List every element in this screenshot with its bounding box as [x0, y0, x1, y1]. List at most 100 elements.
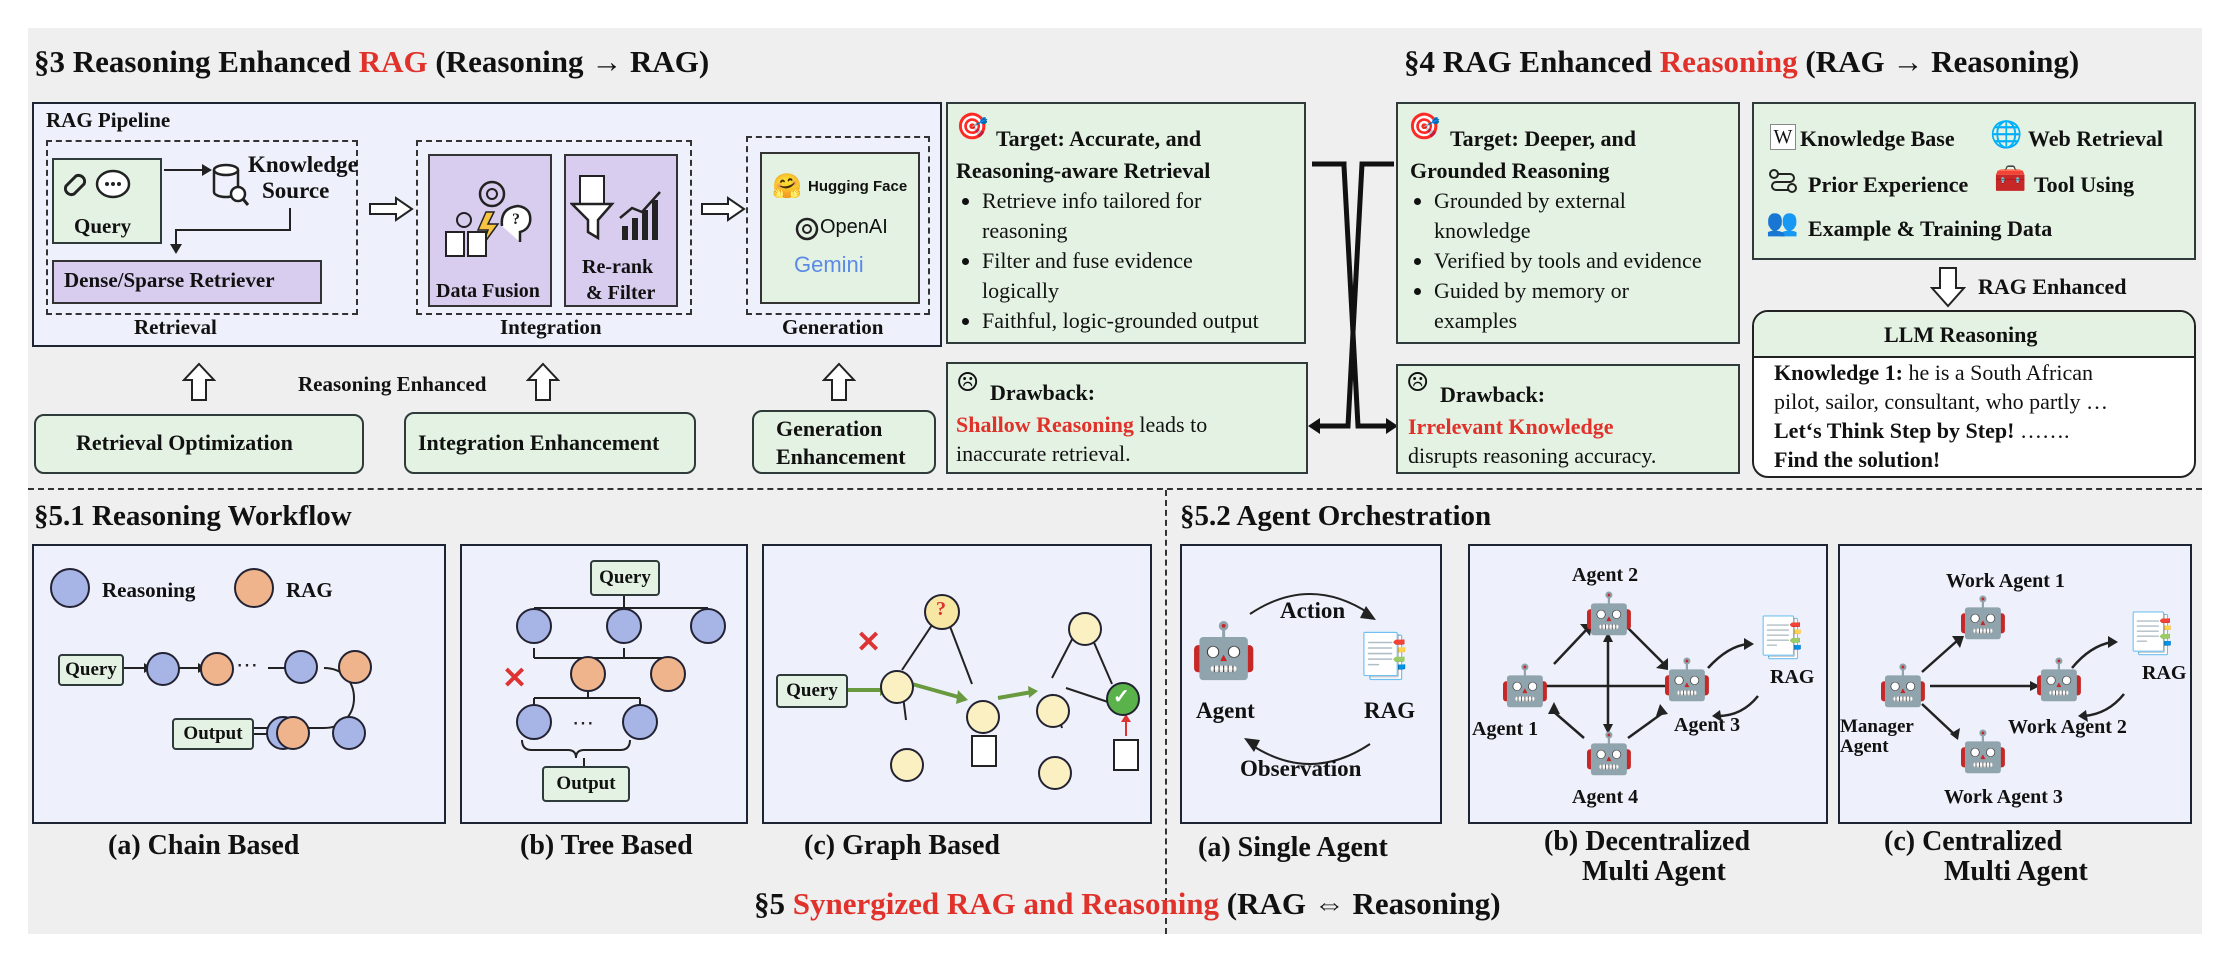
- robot-icon: 🤖: [1190, 621, 1258, 681]
- tree-node: [690, 608, 726, 644]
- integration-enhancement-label: Integration Enhancement: [418, 430, 660, 455]
- decentralized-caption-2: Multi Agent: [1582, 856, 1726, 887]
- integration-enhancement-box: [404, 412, 696, 474]
- single-agent-diagram: [1244, 593, 1376, 765]
- graph-node: [1068, 612, 1102, 646]
- chain-node: [146, 652, 180, 686]
- graph-node: [1038, 756, 1072, 790]
- toolbox-icon: 🧰: [1994, 164, 2027, 193]
- llm-reasoning-title: LLM Reasoning: [1884, 322, 2038, 347]
- agent4-label: Agent 4: [1572, 786, 1639, 808]
- rerank-chart-icon: [570, 175, 661, 241]
- rag-label: RAG: [2142, 662, 2187, 684]
- decentralized-caption-1: (b) Decentralized: [1544, 826, 1751, 857]
- document-search-icon: 📑: [2126, 611, 2176, 656]
- generation-group: [746, 136, 930, 315]
- chat-link-icon: [63, 169, 131, 199]
- agent3-label: Agent 3: [1674, 714, 1741, 736]
- openai-label: OpenAI: [820, 216, 888, 238]
- centralized-caption-1: (c) Centralized: [1884, 826, 2063, 857]
- web-retrieval-label: Web Retrieval: [2028, 126, 2164, 151]
- rerank-label-1: Re-rank: [582, 256, 654, 278]
- source-label: Source: [262, 178, 330, 203]
- chain-node: [200, 652, 234, 686]
- decentralized-diagram: [1530, 624, 1759, 740]
- tree-caption: (b) Tree Based: [520, 830, 693, 861]
- retrieval-optimization-box: [34, 414, 364, 474]
- observation-label: Observation: [1240, 756, 1362, 781]
- tree-output-tag: Output: [542, 766, 630, 802]
- section52-title: §5.2 Agent Orchestration: [1180, 500, 1492, 532]
- document-search-icon: 📑: [1356, 632, 1411, 681]
- llm-reasoning-box: [1752, 310, 2196, 478]
- route-icon: [1769, 169, 1797, 193]
- robot-icon: 🤖: [1584, 731, 1634, 776]
- robot-icon: 🤖: [1662, 657, 1712, 702]
- generation-enhancement-box: [752, 410, 936, 474]
- decentralized-panel: [1468, 544, 1828, 824]
- openai-icon: [795, 217, 819, 241]
- target4-box: [1396, 102, 1740, 344]
- tree-node: [570, 656, 606, 692]
- knowledge-label: Knowledge: [248, 152, 358, 177]
- llm-reasoning-content: Knowledge 1: he is a South African pilot…: [1774, 360, 2108, 472]
- rag-pipeline-title: RAG Pipeline: [46, 108, 171, 132]
- drawback3-title: Drawback:: [990, 380, 1096, 405]
- chain-node: [338, 650, 372, 684]
- wikipedia-icon: W: [1770, 124, 1796, 150]
- graph-query-tag: Query: [776, 674, 848, 708]
- retriever-label: Dense/Sparse Retriever: [64, 268, 275, 292]
- section3-title: §3 Reasoning Enhanced RAG (Reasoning → R…: [34, 44, 710, 79]
- target3-title-2: Reasoning-aware Retrieval: [956, 158, 1211, 183]
- check-icon: ✓: [1113, 686, 1130, 708]
- example-training-label: Example & Training Data: [1808, 216, 2053, 241]
- svg-text:⋯: ⋯: [236, 652, 258, 677]
- tool-using-label: Tool Using: [2034, 172, 2135, 197]
- agent1-label: Agent 1: [1472, 718, 1539, 740]
- section-divider: [28, 488, 2202, 490]
- agent-label: Agent: [1196, 698, 1255, 723]
- target-icon: 🎯: [956, 112, 989, 141]
- robot-icon: 🤖: [2034, 657, 2084, 702]
- data-fusion-label: Data Fusion: [436, 280, 540, 302]
- drawback4-box: [1396, 364, 1740, 474]
- tree-node: [516, 704, 552, 740]
- tree-node: [606, 608, 642, 644]
- section-divider-vertical: [1165, 490, 1167, 934]
- drawback3-box: [946, 362, 1308, 474]
- arrow-icon: [164, 164, 212, 176]
- chain-query-tag: Query: [58, 654, 124, 686]
- prior-experience-label: Prior Experience: [1808, 172, 1969, 197]
- target4-title-2: Grounded Reasoning: [1410, 158, 1610, 183]
- globe-icon: 🌐: [1990, 120, 2023, 149]
- svg-text:⋯: ⋯: [572, 710, 594, 735]
- reasoning-enhanced-label: Reasoning Enhanced: [298, 372, 487, 396]
- data-fusion-icon: ?: [445, 180, 532, 257]
- up-arrow-icon: [182, 362, 216, 401]
- document-search-icon: 📑: [1756, 615, 1806, 660]
- svg-text:?: ?: [512, 211, 520, 228]
- action-label: Action: [1280, 598, 1346, 623]
- single-agent-panel: [1180, 544, 1442, 824]
- single-agent-caption: (a) Single Agent: [1198, 832, 1388, 863]
- retrieval-group: [46, 140, 358, 315]
- centralized-diagram: [1921, 636, 2125, 740]
- section4-title: §4 RAG Enhanced Reasoning (RAG → Reasoni…: [1404, 44, 2080, 79]
- up-arrow-icon: [526, 362, 560, 401]
- target4-title-1: Target: Deeper, and: [1450, 126, 1636, 151]
- retriever-box: [52, 260, 322, 304]
- robot-icon: 🤖: [1584, 591, 1634, 636]
- tree-node: [516, 608, 552, 644]
- sources-box: [1752, 102, 2196, 260]
- integration-group: [416, 140, 692, 315]
- hugging-face-icon: 🤗: [772, 174, 802, 200]
- llm-provider-box: [760, 152, 920, 304]
- chain-output-tag: Output: [172, 718, 254, 750]
- work-agent1-label: Work Agent 1: [1946, 570, 2065, 592]
- check-node: [1106, 682, 1140, 716]
- down-arrow-icon: [1930, 267, 1966, 308]
- legend-rag-label: RAG: [286, 578, 333, 602]
- chain-node: [284, 650, 318, 684]
